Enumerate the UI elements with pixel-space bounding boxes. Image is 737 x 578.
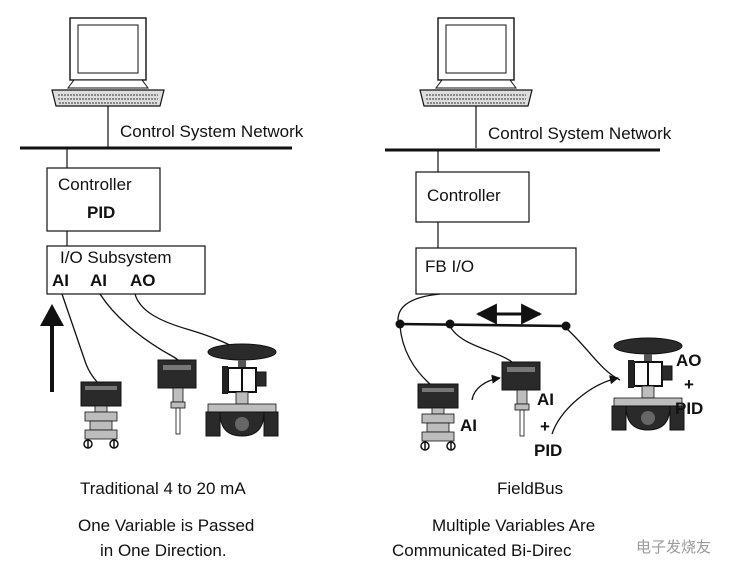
left-panel: Control System Network Controller PID I/… xyxy=(20,17,304,560)
right-caption-2: Multiple Variables Are xyxy=(432,516,595,535)
drop-3 xyxy=(565,327,621,381)
transmitter-icon xyxy=(417,383,459,451)
network-label: Control System Network xyxy=(488,124,672,143)
pid-label: PID xyxy=(87,203,115,222)
left-caption-2: One Variable is Passed xyxy=(78,516,254,535)
control-valve-icon xyxy=(611,337,685,431)
right-caption-1: FieldBus xyxy=(497,479,563,498)
fb-io-box xyxy=(415,247,577,295)
controller-label: Controller xyxy=(58,175,132,194)
ai-label-2: AI xyxy=(537,390,554,409)
bus-node-1 xyxy=(395,319,405,329)
computer-icon xyxy=(419,17,533,107)
temperature-sensor-icon xyxy=(501,361,541,437)
io-subsystem-label: I/O Subsystem xyxy=(60,248,171,267)
fieldbus-drop xyxy=(397,293,441,321)
left-caption-1: Traditional 4 to 20 mA xyxy=(80,479,246,498)
temperature-sensor-icon xyxy=(157,359,197,435)
wire-ao xyxy=(134,293,239,351)
io-subsystem-box xyxy=(46,245,206,295)
bus-node-2 xyxy=(445,319,455,329)
left-caption-3: in One Direction. xyxy=(100,541,227,560)
ai-label-1: AI xyxy=(460,416,477,435)
pid-label-1: PID xyxy=(534,441,562,460)
plus-label-1: + xyxy=(540,417,550,436)
control-valve-icon xyxy=(205,343,279,437)
fb-io-label: FB I/O xyxy=(425,257,474,276)
right-panel: Control System Network Controller FB I/O… xyxy=(385,17,703,560)
computer-icon xyxy=(51,17,165,107)
io-port-ai-2: AI xyxy=(90,271,107,290)
wire-ai-1 xyxy=(61,293,100,385)
watermark-text: 电子发烧友 xyxy=(636,539,711,556)
controller-box xyxy=(46,167,161,232)
pid-to-ao-arrow xyxy=(551,375,619,435)
controller-box xyxy=(415,171,530,223)
ai-to-pid-arrow xyxy=(471,374,501,401)
right-caption-3: Communicated Bi-Direc xyxy=(392,541,572,560)
drop-2 xyxy=(449,325,513,363)
plus-label-2: + xyxy=(684,375,694,394)
io-port-ao: AO xyxy=(130,271,156,290)
drop-1 xyxy=(399,325,431,385)
ao-label: AO xyxy=(676,351,702,370)
io-port-ai-1: AI xyxy=(52,271,69,290)
network-label: Control System Network xyxy=(120,122,304,141)
up-arrow-head xyxy=(40,304,64,326)
fieldbus-cable xyxy=(397,322,567,328)
controller-label: Controller xyxy=(427,186,501,205)
transmitter-icon xyxy=(80,381,122,449)
pid-label-2: PID xyxy=(675,399,703,418)
bus-node-3 xyxy=(561,321,571,331)
